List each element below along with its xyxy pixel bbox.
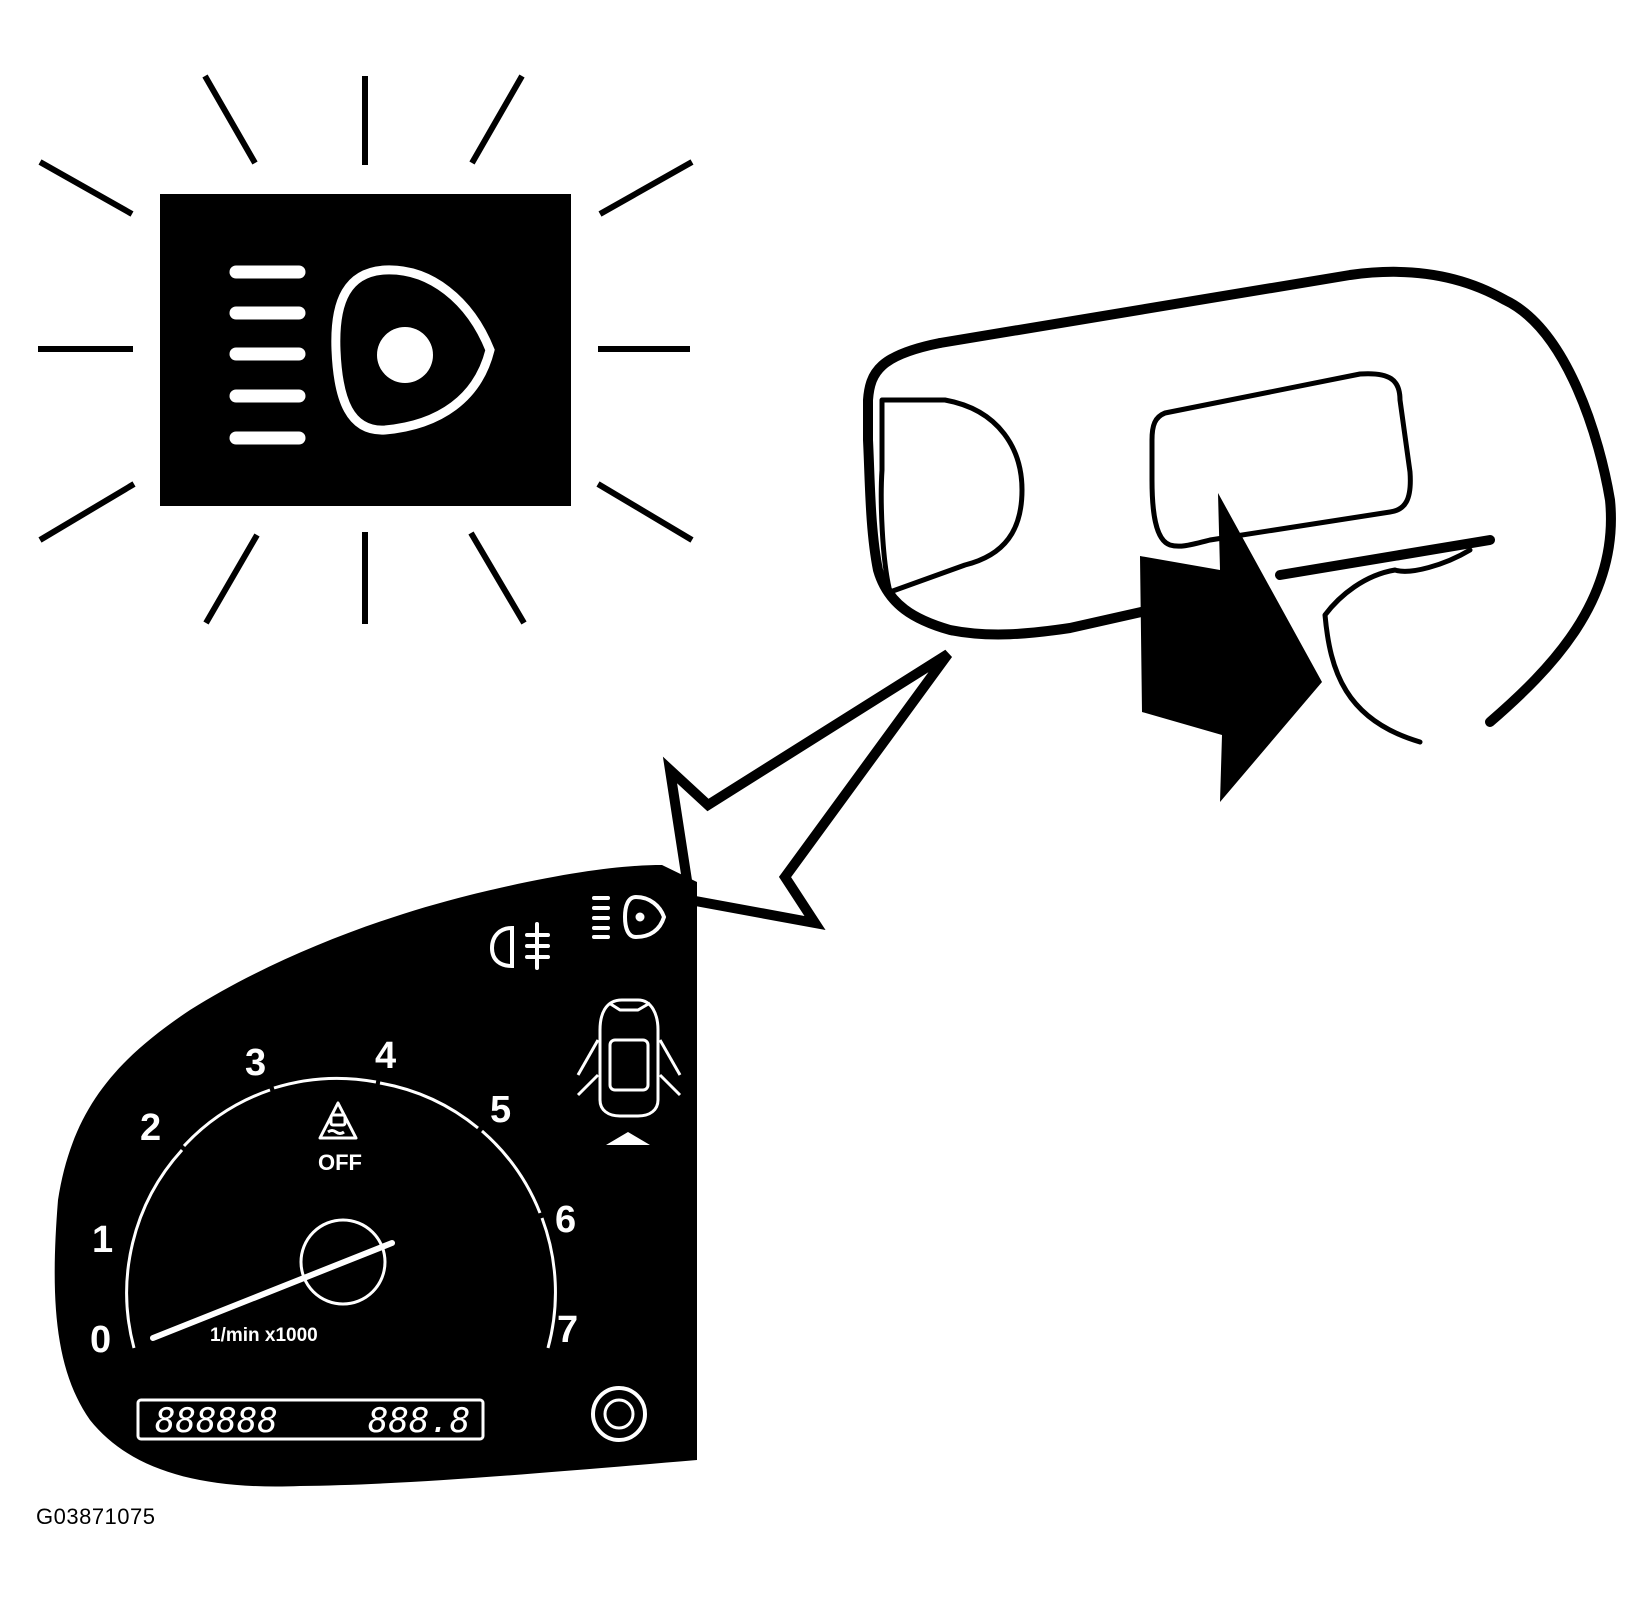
odometer-digits: 888888 (155, 1401, 278, 1441)
tach-label-7: 7 (557, 1309, 578, 1351)
tach-label-6: 6 (555, 1199, 576, 1241)
tach-label-0: 0 (90, 1319, 111, 1361)
tachometer-needle (150, 1240, 395, 1341)
tachometer: 0 1 2 3 4 5 6 7 1/min x1000 (90, 1035, 578, 1361)
trip-digits: 888.8 (368, 1401, 470, 1441)
tach-label-4: 4 (375, 1035, 396, 1077)
reset-knob-icon (591, 1386, 647, 1442)
cluster-high-beam-icon (592, 894, 667, 940)
tach-label-5: 5 (490, 1089, 511, 1131)
door-indicator-arrow (606, 1132, 650, 1145)
callout-arrow (662, 649, 953, 931)
instrument-cluster: 0 1 2 3 4 5 6 7 1/min x1000 OFF (54, 865, 698, 1487)
odometer-display: 888888 888.8 (136, 1398, 485, 1441)
traction-off-label: OFF (318, 1150, 362, 1175)
indicator-glow-rays (38, 74, 694, 625)
headlamp-switch-stalk (863, 266, 1616, 745)
traction-control-icon (318, 1101, 358, 1140)
tach-unit-label: 1/min x1000 (210, 1325, 318, 1346)
tach-label-3: 3 (245, 1042, 266, 1084)
door-open-icon (576, 998, 682, 1118)
high-beam-icon (160, 194, 571, 506)
tachometer-hub (299, 1218, 387, 1306)
tach-label-1: 1 (92, 1219, 113, 1261)
figure-id-caption: G03871075 (36, 1504, 156, 1529)
rear-fog-lamp-icon (489, 922, 550, 970)
tach-label-2: 2 (140, 1107, 161, 1149)
push-direction-arrow (1140, 493, 1322, 802)
tachometer-scale-arc (125, 1076, 557, 1349)
